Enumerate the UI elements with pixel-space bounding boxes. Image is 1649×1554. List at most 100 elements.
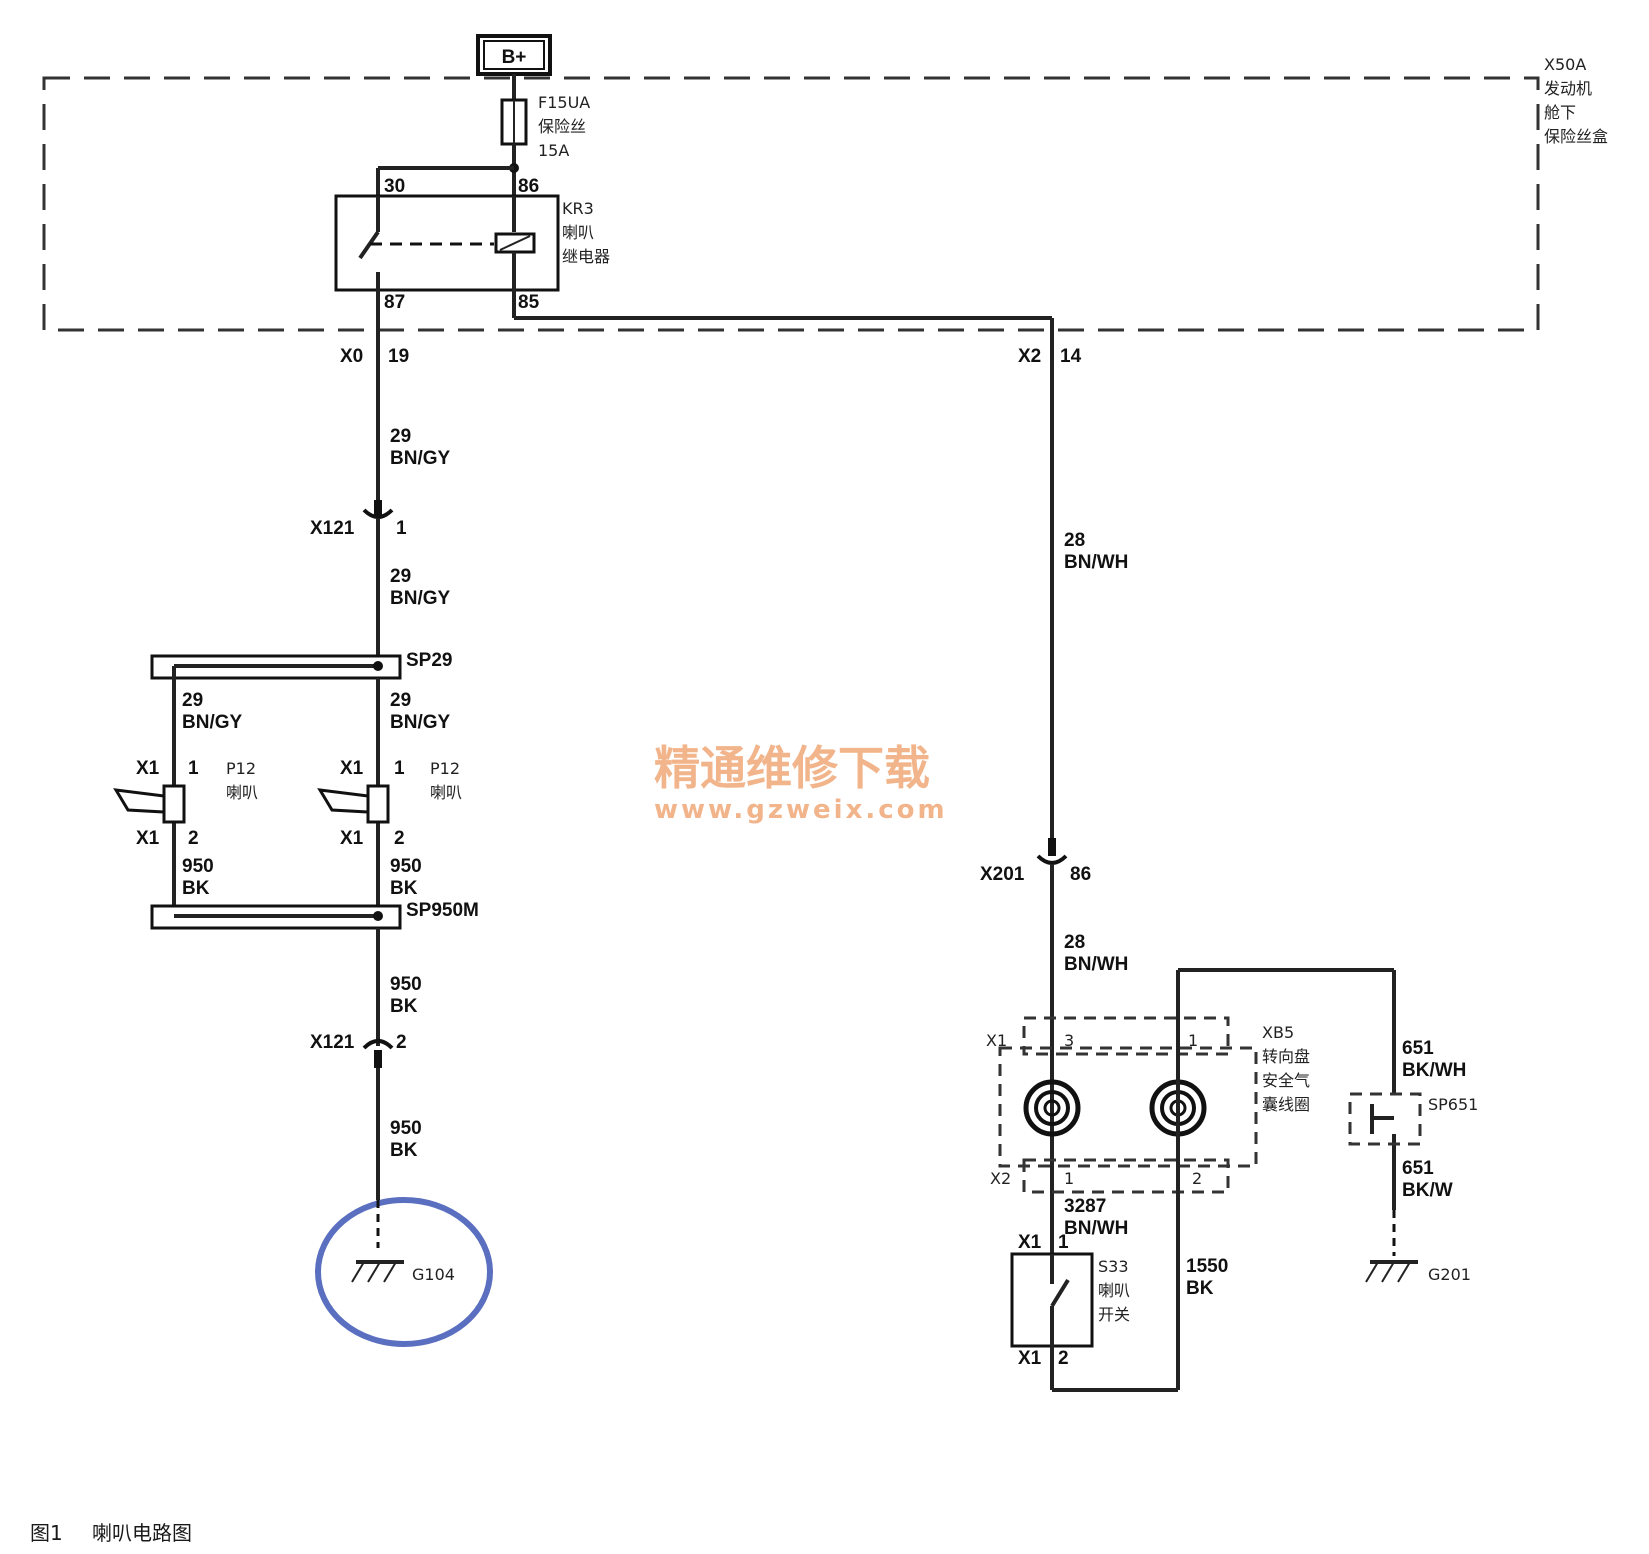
wire-651-num-b: 651 bbox=[1402, 1158, 1434, 1179]
relay-pin-86: 86 bbox=[518, 176, 539, 197]
horn-p12-right bbox=[317, 784, 390, 824]
wire-29-num-c: 29 bbox=[182, 690, 203, 711]
wire-29-color-d: BN/GY bbox=[390, 712, 451, 733]
wire-29-color-b: BN/GY bbox=[390, 588, 451, 609]
inline-connector-x121-2 bbox=[362, 1039, 394, 1200]
relay-pin-30: 30 bbox=[384, 176, 405, 197]
relay-pin-85: 85 bbox=[518, 292, 540, 313]
wire-950-color-b: BK bbox=[390, 878, 418, 899]
highlight-circle bbox=[315, 1197, 493, 1347]
battery-supply: B+ bbox=[476, 34, 552, 76]
switch-name-line1: 喇叭 bbox=[1098, 1281, 1130, 1300]
coil-pin-bottom-2: 2 bbox=[1192, 1169, 1202, 1188]
switch-pin2: 2 bbox=[1058, 1348, 1069, 1369]
ground-g201-label: G201 bbox=[1428, 1265, 1471, 1284]
switch-id: S33 bbox=[1098, 1257, 1129, 1276]
conn-x121-1-name: X121 bbox=[310, 518, 355, 539]
relay-pin-87: 87 bbox=[384, 292, 405, 313]
horn-right-pin1: 1 bbox=[394, 758, 405, 779]
conn-x201-pin: 86 bbox=[1070, 864, 1091, 885]
wire-29-num-b: 29 bbox=[390, 566, 411, 587]
conn-x0-pin: 19 bbox=[388, 346, 409, 367]
conn-x201-name: X201 bbox=[980, 864, 1025, 885]
wire-950-color-c: BK bbox=[390, 996, 418, 1017]
fuse-type: 保险丝 bbox=[538, 117, 586, 136]
conn-x121-1-pin: 1 bbox=[396, 518, 407, 539]
splice-sp29-label: SP29 bbox=[406, 650, 452, 671]
coil-name-line2: 安全气 bbox=[1262, 1071, 1310, 1090]
conn-x2-name: X2 bbox=[1018, 346, 1041, 367]
wire-950-num-a: 950 bbox=[182, 856, 214, 877]
horn-right-name: 喇叭 bbox=[430, 783, 462, 802]
horn-left-name: 喇叭 bbox=[226, 783, 258, 802]
coil-conn-top: X1 bbox=[986, 1031, 1007, 1050]
coil-conn-bottom: X2 bbox=[990, 1169, 1011, 1188]
wire-29-num-d: 29 bbox=[390, 690, 411, 711]
coil-pin-top-3: 3 bbox=[1064, 1031, 1074, 1050]
conn-x0-name: X0 bbox=[340, 346, 363, 367]
figure-title: 喇叭电路图 bbox=[92, 1521, 192, 1545]
coil-name-line3: 囊线圈 bbox=[1262, 1095, 1310, 1114]
fusebox-id: X50A bbox=[1544, 55, 1586, 74]
figure-number: 图1 bbox=[30, 1521, 63, 1545]
horn-right-id: P12 bbox=[430, 759, 460, 778]
conn-x121-2-pin: 2 bbox=[396, 1032, 407, 1053]
wire-1550-color: BK bbox=[1186, 1278, 1214, 1299]
wire-950-num-d: 950 bbox=[390, 1118, 422, 1139]
wire-28-num-b: 28 bbox=[1064, 932, 1085, 953]
supply-label: B+ bbox=[502, 47, 527, 68]
relay-kr3 bbox=[334, 166, 560, 292]
switch-conn-top: X1 bbox=[1018, 1232, 1042, 1253]
wire-3287-color: BN/WH bbox=[1064, 1218, 1128, 1239]
wire-950-num-c: 950 bbox=[390, 974, 422, 995]
wire-651-color-a: BK/WH bbox=[1402, 1060, 1466, 1081]
horn-right-conn-bottom: X1 bbox=[340, 828, 364, 849]
switch-name-line2: 开关 bbox=[1098, 1305, 1130, 1324]
splice-sp29 bbox=[150, 654, 402, 680]
horn-right-conn-top: X1 bbox=[340, 758, 364, 779]
wire-28-color-a: BN/WH bbox=[1064, 552, 1128, 573]
wire-29-color-a: BN/GY bbox=[390, 448, 451, 469]
splice-sp651-label: SP651 bbox=[1428, 1095, 1478, 1114]
horn-left-conn-top: X1 bbox=[136, 758, 160, 779]
wire-950-num-b: 950 bbox=[390, 856, 422, 877]
splice-sp950m-label: SP950M bbox=[406, 900, 479, 921]
horn-left-pin2: 2 bbox=[188, 828, 199, 849]
conn-x2-pin: 14 bbox=[1060, 346, 1082, 367]
ground-g201-symbol bbox=[1365, 1260, 1418, 1283]
wire-29-color-c: BN/GY bbox=[182, 712, 243, 733]
horn-p12-left bbox=[113, 784, 186, 824]
fuse-id: F15UA bbox=[538, 93, 590, 112]
wire-651-color-b: BK/W bbox=[1402, 1180, 1453, 1201]
coil-pin-bottom-1: 1 bbox=[1064, 1169, 1074, 1188]
splice-sp651 bbox=[1348, 1092, 1422, 1146]
horn-left-conn-bottom: X1 bbox=[136, 828, 160, 849]
wire-28-num-a: 28 bbox=[1064, 530, 1085, 551]
wire-1550-num: 1550 bbox=[1186, 1256, 1228, 1277]
ground-g104-symbol bbox=[351, 1200, 404, 1283]
fusebox-name-line1: 发动机 bbox=[1544, 79, 1592, 98]
wire-651-num-a: 651 bbox=[1402, 1038, 1434, 1059]
wire-950-color-d: BK bbox=[390, 1140, 418, 1161]
horn-switch-s33 bbox=[1010, 1252, 1178, 1392]
switch-conn-bottom: X1 bbox=[1018, 1348, 1042, 1369]
fusebox-name-line2: 舱下 bbox=[1544, 103, 1576, 122]
fuse-rating: 15A bbox=[538, 141, 569, 160]
clockspring-xb5 bbox=[998, 1016, 1258, 1194]
coil-id: XB5 bbox=[1262, 1023, 1294, 1042]
ground-g104-label: G104 bbox=[412, 1265, 455, 1284]
watermark-line1: 精通维修下载 bbox=[654, 741, 930, 795]
relay-id: KR3 bbox=[562, 199, 594, 218]
wire-3287-num: 3287 bbox=[1064, 1196, 1106, 1217]
fusebox-boundary bbox=[42, 76, 1540, 332]
watermark-line2: www.gzweix.com bbox=[654, 795, 948, 825]
conn-x121-2-name: X121 bbox=[310, 1032, 355, 1053]
horn-left-id: P12 bbox=[226, 759, 256, 778]
fusebox-name-line3: 保险丝盒 bbox=[1544, 127, 1608, 146]
splice-sp950m bbox=[150, 904, 402, 930]
coil-name-line1: 转向盘 bbox=[1262, 1047, 1310, 1066]
coil-pin-top-1: 1 bbox=[1188, 1031, 1198, 1050]
relay-name-line2: 继电器 bbox=[562, 247, 610, 266]
wire-950-color-a: BK bbox=[182, 878, 210, 899]
